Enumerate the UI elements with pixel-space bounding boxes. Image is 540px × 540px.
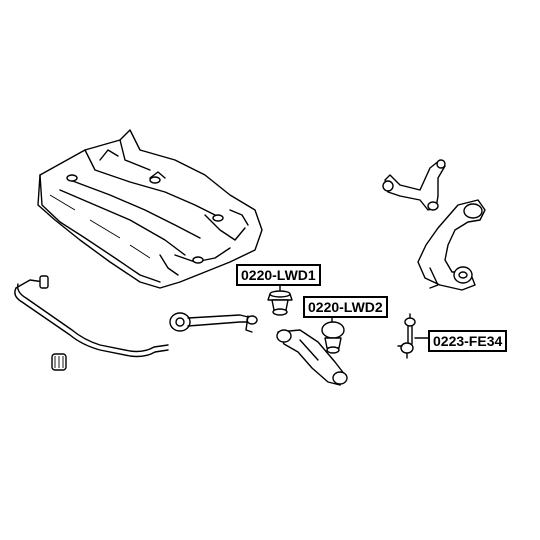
lower-control-arm [276,329,348,386]
part-label-0220-lwd1: 0220-LWD1 [236,264,321,286]
steering-knuckle [417,199,486,291]
part-label-0223-fe34: 0223-FE34 [428,330,508,352]
part-label-0220-lwd2: 0220-LWD2 [303,296,388,318]
stabilizer-bar [14,275,169,371]
stabilizer-link [397,313,416,359]
front-subframe [37,129,263,289]
lower-ball-joint [321,313,345,354]
upper-control-arm [382,159,446,211]
tension-rod [169,312,258,333]
upper-ball-joint [267,282,293,316]
